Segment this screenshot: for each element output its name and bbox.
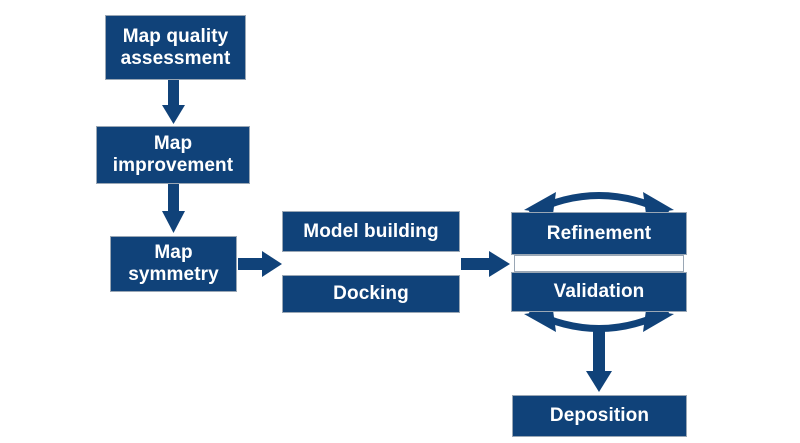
node-label: Docking bbox=[333, 283, 409, 305]
node-map-symmetry[interactable]: Map symmetry bbox=[110, 236, 237, 292]
arrow-improvement-to-symmetry bbox=[162, 184, 185, 233]
arrow-modelling-to-refinement bbox=[461, 251, 510, 277]
arrow-quality-to-improvement bbox=[162, 80, 185, 124]
node-label: Validation bbox=[553, 281, 645, 303]
node-label: Refinement bbox=[546, 222, 652, 244]
node-validation[interactable]: Validation bbox=[511, 272, 687, 312]
node-deposition[interactable]: Deposition bbox=[512, 395, 687, 437]
node-label: Map quality assessment bbox=[120, 25, 231, 69]
arrow-cycle-top bbox=[524, 192, 674, 217]
refinement-validation-separator bbox=[514, 255, 684, 272]
node-refinement[interactable]: Refinement bbox=[511, 212, 687, 255]
node-label: Model building bbox=[303, 220, 439, 242]
arrow-validation-to-deposition bbox=[586, 330, 612, 392]
arrow-cycle-bottom bbox=[524, 307, 674, 332]
arrow-symmetry-to-modelling bbox=[238, 251, 282, 277]
node-map-quality-assessment[interactable]: Map quality assessment bbox=[105, 15, 246, 80]
node-label: Map symmetry bbox=[128, 242, 219, 285]
node-map-improvement[interactable]: Map improvement bbox=[96, 126, 250, 184]
node-label: Map improvement bbox=[112, 133, 234, 176]
node-docking[interactable]: Docking bbox=[282, 275, 460, 313]
node-model-building[interactable]: Model building bbox=[282, 211, 460, 252]
node-label: Deposition bbox=[549, 405, 650, 427]
